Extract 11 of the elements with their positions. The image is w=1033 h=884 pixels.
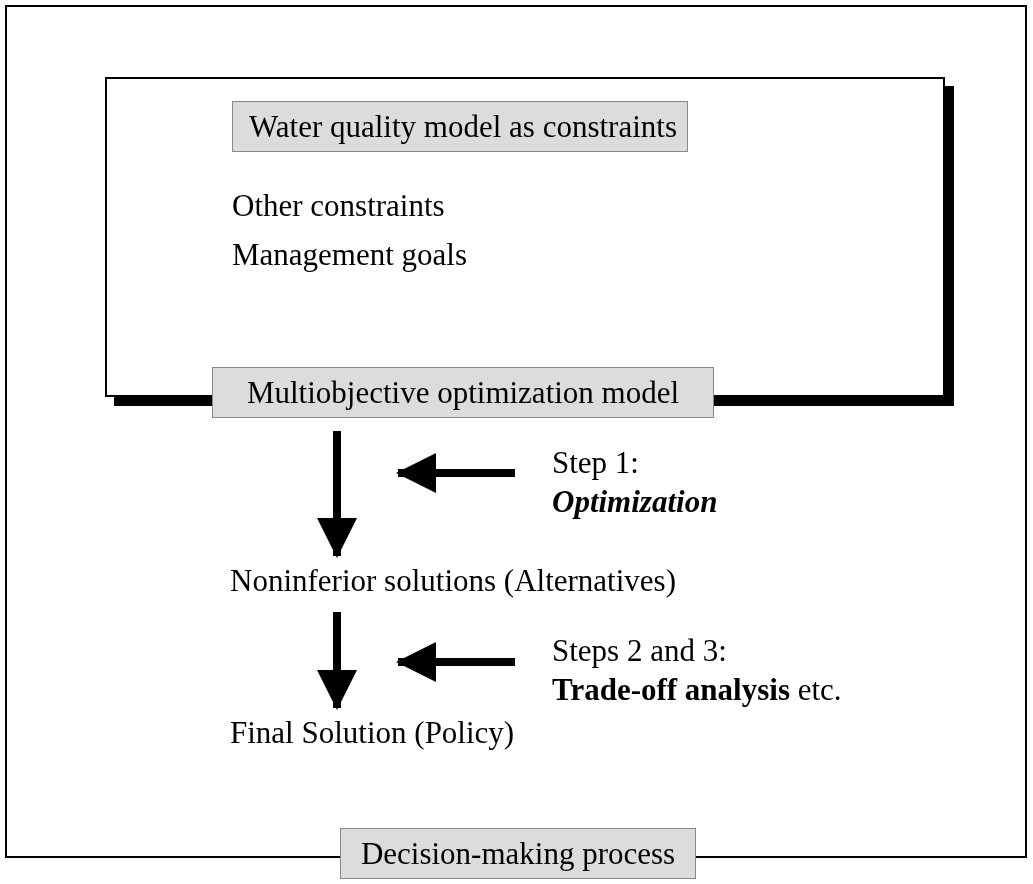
text-label: Trade-off analysis etc.	[552, 671, 842, 709]
text-label: Optimization	[552, 483, 718, 521]
shaded-box: Water quality model as constraints	[232, 101, 688, 153]
text-label: Management goals	[232, 236, 467, 274]
text-label: Steps 2 and 3:	[552, 632, 728, 670]
text-label: Final Solution (Policy)	[230, 714, 515, 752]
shaded-box: Decision-making process	[340, 828, 696, 880]
shaded-box: Multiobjective optimization model	[212, 367, 714, 419]
text-label: Step 1:	[552, 444, 640, 482]
text-label: Noninferior solutions (Alternatives)	[230, 562, 676, 600]
text-label: Other constraints	[232, 187, 446, 225]
